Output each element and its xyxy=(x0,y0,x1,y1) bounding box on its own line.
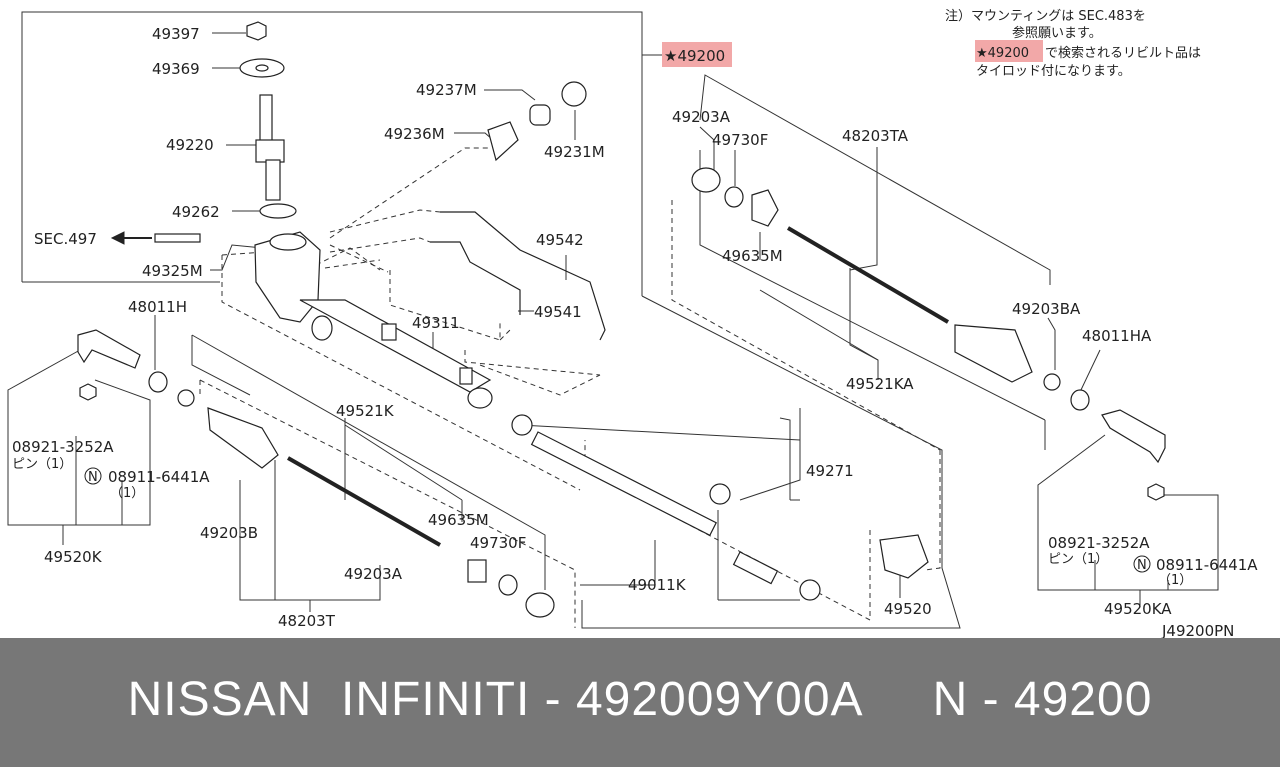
label-49520: 49520 xyxy=(884,600,932,618)
seal-49271-b xyxy=(709,483,731,505)
label-pin-right: ピン（1） xyxy=(1048,552,1108,567)
diagram-id: J49200PN xyxy=(1161,622,1234,638)
label-49236m: 49236M xyxy=(384,125,445,143)
label-49231m: 49231M xyxy=(544,143,605,161)
note-line1: 注）マウンティングは SEC.483を xyxy=(945,9,1146,24)
n-mark-left-icon xyxy=(84,467,102,485)
bushing-49520 xyxy=(879,534,929,579)
label-48203t: 48203T xyxy=(278,612,336,630)
highlight-note-49200 xyxy=(975,40,1043,62)
label-49635m-left: 49635M xyxy=(428,511,489,529)
label-qty-right: （1） xyxy=(1158,573,1192,588)
pinion-shaft xyxy=(259,94,273,146)
label-49521k: 49521K xyxy=(336,402,395,420)
clamp-49203a-left xyxy=(525,592,555,618)
label-49203b: 49203B xyxy=(200,524,258,542)
footer-part-number: NISSAN INFINITI - 492009Y00A N - 49200 xyxy=(127,673,1153,726)
note-ref: ★49200 xyxy=(976,46,1029,61)
label-49203a-right: 49203A xyxy=(672,108,731,126)
label-08911-right: 08911-6441A xyxy=(1156,556,1258,574)
label-49730f-left: 49730F xyxy=(470,534,526,552)
label-49369: 49369 xyxy=(152,60,200,78)
inner-tie-rod-right xyxy=(786,226,950,324)
yoke-49236m xyxy=(487,121,519,162)
label-49271: 49271 xyxy=(806,462,854,480)
label-49220: 49220 xyxy=(166,136,214,154)
fitting-49311-a xyxy=(381,323,397,341)
label-pin-left: ピン（1） xyxy=(12,457,72,472)
castle-nut-left xyxy=(79,383,97,401)
label-49203a-left: 49203A xyxy=(344,565,403,583)
label-49262: 49262 xyxy=(172,203,220,221)
label-49203ba: 49203BA xyxy=(1012,300,1081,318)
label-49200: ★49200 xyxy=(664,47,725,65)
label-48203ta: 48203TA xyxy=(842,127,909,145)
castle-nut-right xyxy=(1147,483,1165,501)
rack-bar xyxy=(530,431,718,537)
nut-49397 xyxy=(246,21,267,41)
label-49237m: 49237M xyxy=(416,81,477,99)
nut-49635m-right xyxy=(751,189,779,227)
oring-49262 xyxy=(259,203,297,219)
label-49541: 49541 xyxy=(534,303,582,321)
parts-diagram-svg: ★49200 49397 49369 49220 49262 SEC.497 4… xyxy=(7,9,1258,640)
boot-49203b xyxy=(207,407,279,469)
label-49542: 49542 xyxy=(536,231,584,249)
fitting-49311-b xyxy=(459,367,473,385)
clamp-49203a-right xyxy=(691,167,721,193)
label-49011k: 49011K xyxy=(628,576,687,594)
inner-tie-rod-left xyxy=(287,456,441,547)
label-48011ha: 48011HA xyxy=(1082,327,1152,345)
nut-48011ha xyxy=(1070,389,1090,411)
label-49311: 49311 xyxy=(412,314,460,332)
footer-bar: NISSAN INFINITI - 492009Y00A N - 49200 xyxy=(0,638,1280,767)
pipe-49541 xyxy=(430,241,521,315)
n-mark-right-letter: N xyxy=(1137,558,1147,573)
label-48011h: 48011H xyxy=(128,298,187,316)
boot-49203ba xyxy=(954,324,1033,383)
n-mark-right-icon xyxy=(1133,555,1151,573)
label-08921-right: 08921-3252A xyxy=(1048,534,1150,552)
highlight-49200 xyxy=(662,42,732,67)
label-49730f-right: 49730F xyxy=(712,131,768,149)
tie-rod-end-left xyxy=(77,329,141,369)
nut-49635m-left xyxy=(467,559,487,583)
label-08921-left: 08921-3252A xyxy=(12,438,114,456)
parts-diagram: ★49200 49397 49369 49220 49262 SEC.497 4… xyxy=(7,9,1258,640)
washer-49730f-right xyxy=(724,186,744,208)
label-49520ka: 49520KA xyxy=(1104,600,1172,618)
label-08911-left: 08911-6441A xyxy=(108,468,210,486)
note-line4: タイロッド付になります。 xyxy=(976,64,1131,79)
label-sec497[interactable]: SEC.497 xyxy=(34,230,97,248)
nut-48011h xyxy=(148,371,168,393)
washer-49730f-left xyxy=(498,574,518,596)
label-49325m: 49325M xyxy=(142,262,203,280)
label-49521ka: 49521KA xyxy=(846,375,914,393)
label-49397: 49397 xyxy=(152,25,200,43)
spring-49237m xyxy=(529,104,551,126)
tie-rod-end-right xyxy=(1101,409,1166,464)
rack-end xyxy=(732,551,779,585)
note-line3: で検索されるリビルト品は xyxy=(1045,46,1201,61)
arrow-left-icon xyxy=(110,231,125,245)
pipe-49542 xyxy=(440,211,606,341)
label-49635m-right: 49635M xyxy=(722,247,783,265)
bolt-49325m xyxy=(154,233,201,243)
n-mark-left-letter: N xyxy=(88,470,98,485)
label-qty-left: （1） xyxy=(110,486,144,501)
seal-49271-c xyxy=(799,579,821,601)
seal-49271-a xyxy=(511,414,533,436)
label-49520k: 49520K xyxy=(44,548,103,566)
rack-tube xyxy=(299,299,492,393)
plug-49231m xyxy=(561,81,587,107)
assembly-box-left xyxy=(21,11,643,296)
note-line2: 参照願います。 xyxy=(1012,25,1102,41)
